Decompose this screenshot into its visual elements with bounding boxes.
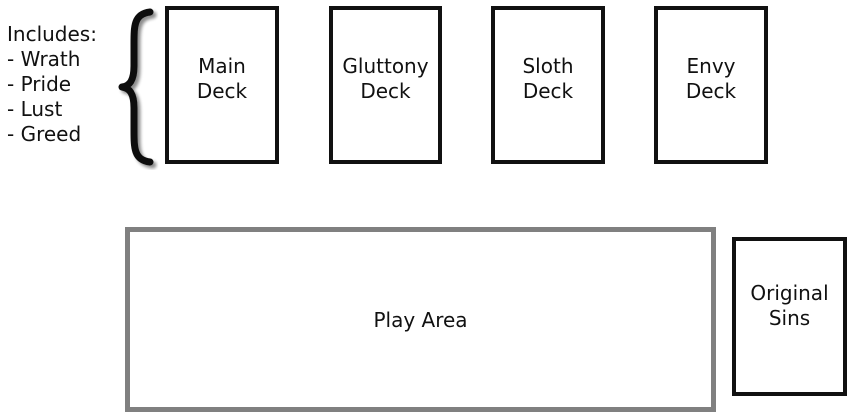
main-deck-card: Main Deck <box>165 6 279 164</box>
envy-deck-card: Envy Deck <box>654 6 768 164</box>
includes-item-wrath: - Wrath <box>7 47 81 71</box>
sloth-deck-card: Sloth Deck <box>491 6 605 164</box>
envy-deck-label: Envy Deck <box>685 54 737 103</box>
sloth-deck-label: Sloth Deck <box>522 54 574 103</box>
play-area-label: Play Area <box>373 307 468 332</box>
original-sins-card: Original Sins <box>732 237 847 396</box>
includes-item-pride: - Pride <box>7 72 72 96</box>
original-sins-label: Original Sins <box>750 280 829 330</box>
main-deck-label: Main Deck <box>196 54 248 103</box>
gluttony-deck-card: Gluttony Deck <box>329 6 442 164</box>
play-area: Play Area <box>125 227 716 412</box>
gluttony-deck-label: Gluttony Deck <box>342 54 429 103</box>
includes-heading: Includes: <box>7 22 97 46</box>
includes-list: Includes: - Wrath - Pride - Lust - Greed <box>7 22 97 147</box>
includes-item-lust: - Lust <box>7 97 63 121</box>
curly-brace-icon <box>118 8 154 166</box>
includes-item-greed: - Greed <box>7 122 82 146</box>
